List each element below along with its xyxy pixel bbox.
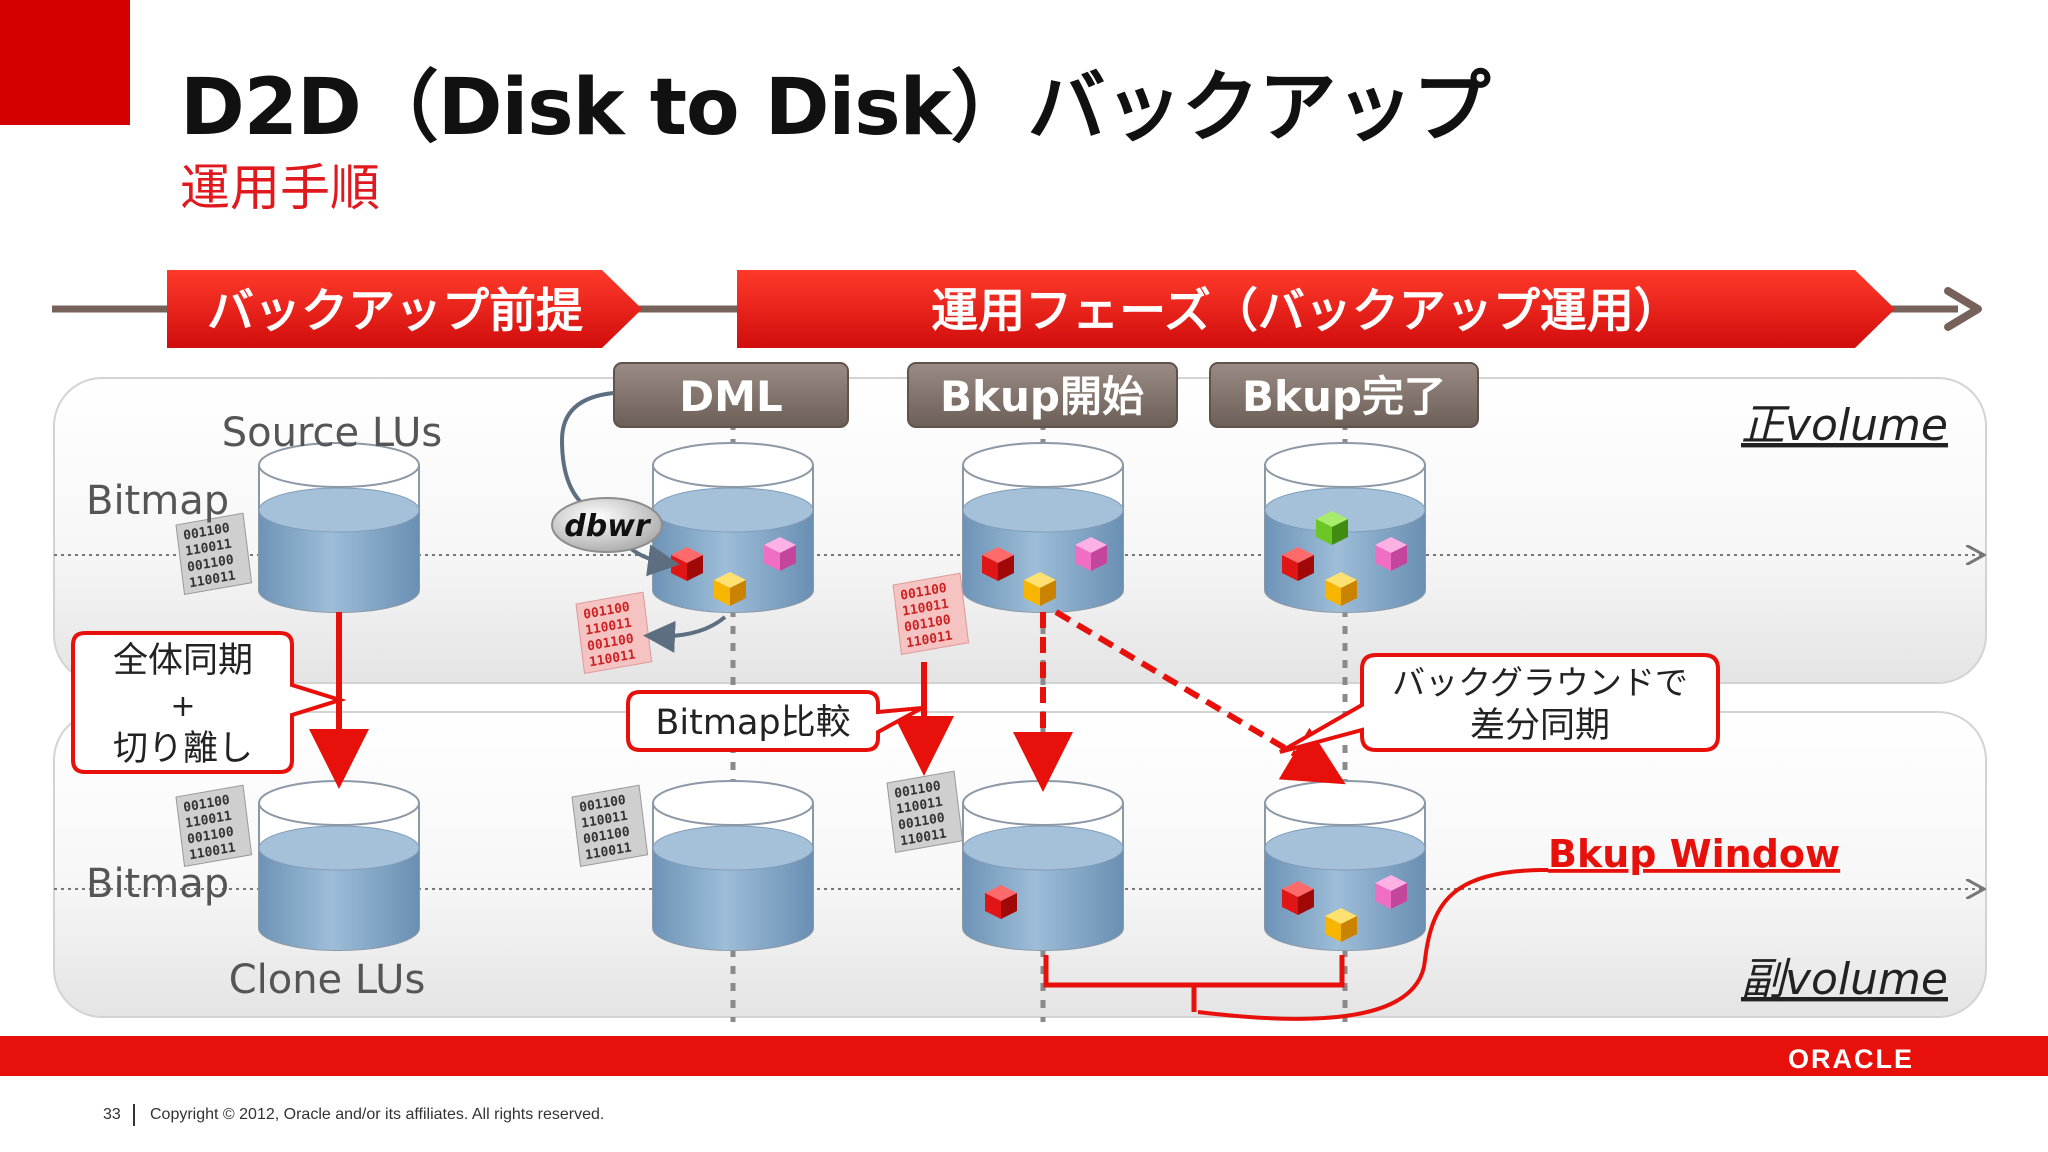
bitmap-label-top: Bitmap: [86, 478, 229, 524]
block-cube-pink: [764, 537, 796, 571]
dbwr-process-icon: [551, 497, 663, 553]
block-cube-yellow: [1024, 572, 1056, 606]
step-tags: DML Bkup開始 Bkup完了: [613, 362, 1479, 428]
block-cube-red: [1282, 547, 1314, 581]
bitmap-update-arrow: [643, 615, 727, 653]
phase-prereq-arrow: [167, 270, 642, 348]
block-cube-yellow: [1325, 908, 1357, 942]
dbwr-label: dbwr: [564, 509, 652, 544]
callout-full-sync-line1: 全体同期: [113, 641, 253, 681]
cylinder-clone-dml: [652, 780, 814, 951]
secondary-volume-label: 副volume: [1741, 954, 1948, 1005]
cylinder-clone-bkup-start: [962, 780, 1124, 951]
block-cube-pink: [1375, 875, 1407, 909]
copyright-text: Copyright © 2012, Oracle and/or its affi…: [150, 1106, 605, 1123]
phase-prereq-label: バックアップ前提: [207, 284, 583, 339]
callout-full-sync-line2: +: [170, 689, 195, 724]
callout-bg-sync-line1: バックグラウンドで: [1392, 663, 1688, 702]
footer-bar: [0, 1036, 2048, 1076]
block-cube-red: [1282, 881, 1314, 915]
callout-bg-sync-line2: 差分同期: [1470, 706, 1610, 746]
block-cube-red: [985, 885, 1017, 919]
block-cube-red: [982, 547, 1014, 581]
step-tag-bkup-start-box: [907, 362, 1178, 428]
phase-operation-arrow: [737, 270, 1895, 348]
callout-bitmap-compare-text: Bitmap比較: [655, 703, 850, 743]
bitmap-card-source: 001100 110011 001100 110011: [175, 512, 253, 596]
cylinder-clone-initial: [258, 780, 420, 951]
block-cube-pink: [1075, 537, 1107, 571]
block-cube-yellow: [714, 572, 746, 606]
bitmap-card-clone-bkup: 001100 110011 001100 110011: [886, 770, 964, 854]
brand-corner-block: [0, 0, 130, 125]
clone-lus-label: Clone LUs: [229, 957, 426, 1003]
bkup-window-label: Bkup Window: [1548, 832, 1840, 876]
callout-full-sync-line3: 切り離し: [113, 729, 253, 769]
bg-diff-sync-arrow: [1054, 609, 1346, 785]
step-tag-bkup-end-box: [1209, 362, 1479, 428]
cylinder-source-initial: [258, 442, 420, 613]
block-cube-pink: [1375, 537, 1407, 571]
slide-subtitle: 運用手順: [180, 159, 380, 217]
cylinder-clone-bkup-end: [1264, 780, 1426, 951]
block-cube-green: [1316, 511, 1348, 545]
page-number: 33: [103, 1106, 121, 1123]
phase-operation-label: 運用フェーズ（バックアップ運用）: [931, 284, 1681, 339]
bitmap-label-bottom: Bitmap: [86, 861, 229, 907]
step-tag-bkup-end: Bkup完了: [1242, 372, 1446, 421]
cylinder-source-dml: [652, 442, 814, 613]
bitmap-card-bkup-changed: 001100 110011 001100 110011: [892, 572, 970, 656]
block-cube-yellow: [1325, 572, 1357, 606]
step-tag-bkup-start: Bkup開始: [940, 372, 1144, 421]
callout-full-sync: 全体同期 + 切り離し: [71, 631, 347, 774]
step-tag-dml: DML: [679, 372, 782, 421]
bkup-window-bracket: [1043, 955, 1345, 1012]
callout-bg-sync: バックグラウンドで 差分同期: [1279, 653, 1720, 754]
callout-bitmap-compare: Bitmap比較: [626, 690, 923, 752]
timeline-arrowhead: [1944, 287, 1982, 331]
source-lus-label: Source LUs: [222, 410, 443, 456]
slide-title: D2D（Disk to Disk）バックアップ: [180, 63, 1491, 153]
bkup-window-leader: [1197, 868, 1548, 1021]
bitmap-card-clone-dml: 001100 110011 001100 110011: [571, 784, 649, 868]
bitmap-card-clone: 001100 110011 001100 110011: [175, 784, 253, 868]
bitmap-card-dml-changed: 001100 110011 001100 110011: [575, 591, 653, 675]
footer-separator: [133, 1104, 135, 1126]
timeline: バックアップ前提 運用フェーズ（バックアップ運用）: [52, 270, 1982, 348]
primary-volume-label: 正volume: [1741, 400, 1948, 451]
oracle-logo: ORACLE: [1788, 1044, 1914, 1074]
